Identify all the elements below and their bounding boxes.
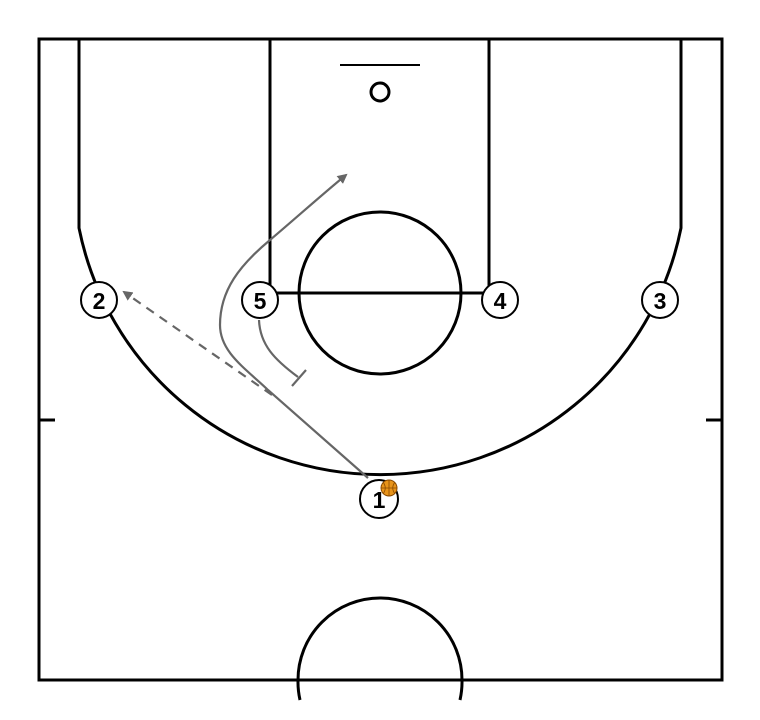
paint-lane: [268, 39, 491, 295]
play-actions: [122, 173, 369, 479]
player-5-number: 5: [254, 288, 267, 314]
rim: [369, 81, 391, 103]
screen-bar: [291, 369, 307, 387]
center-circle-lower: [296, 679, 464, 701]
player-5[interactable]: 5: [241, 281, 279, 319]
player-3[interactable]: 3: [641, 281, 679, 319]
player-4[interactable]: 4: [481, 281, 519, 319]
pass-line-1-to-2: [122, 290, 273, 396]
player-3-marker: [641, 281, 679, 319]
cut-path-player-1: [218, 173, 369, 479]
player-4-marker: [481, 281, 519, 319]
screen-path-player-5: [257, 319, 299, 378]
three-point-line: [77, 39, 683, 477]
player-5-marker: [241, 281, 279, 319]
player-1-number: 1: [373, 487, 386, 513]
player-2-number: 2: [93, 288, 106, 314]
player-2[interactable]: 2: [80, 281, 118, 319]
player-1[interactable]: 1: [359, 479, 399, 519]
basketball-icon: [380, 479, 398, 497]
center-circle: [296, 596, 464, 681]
free-throw-circle: [297, 210, 463, 376]
player-3-number: 3: [654, 288, 667, 314]
court-lines: [37, 37, 724, 701]
player-2-marker: [80, 281, 118, 319]
court-boundary: [37, 37, 724, 682]
player-4-number: 4: [494, 288, 507, 314]
